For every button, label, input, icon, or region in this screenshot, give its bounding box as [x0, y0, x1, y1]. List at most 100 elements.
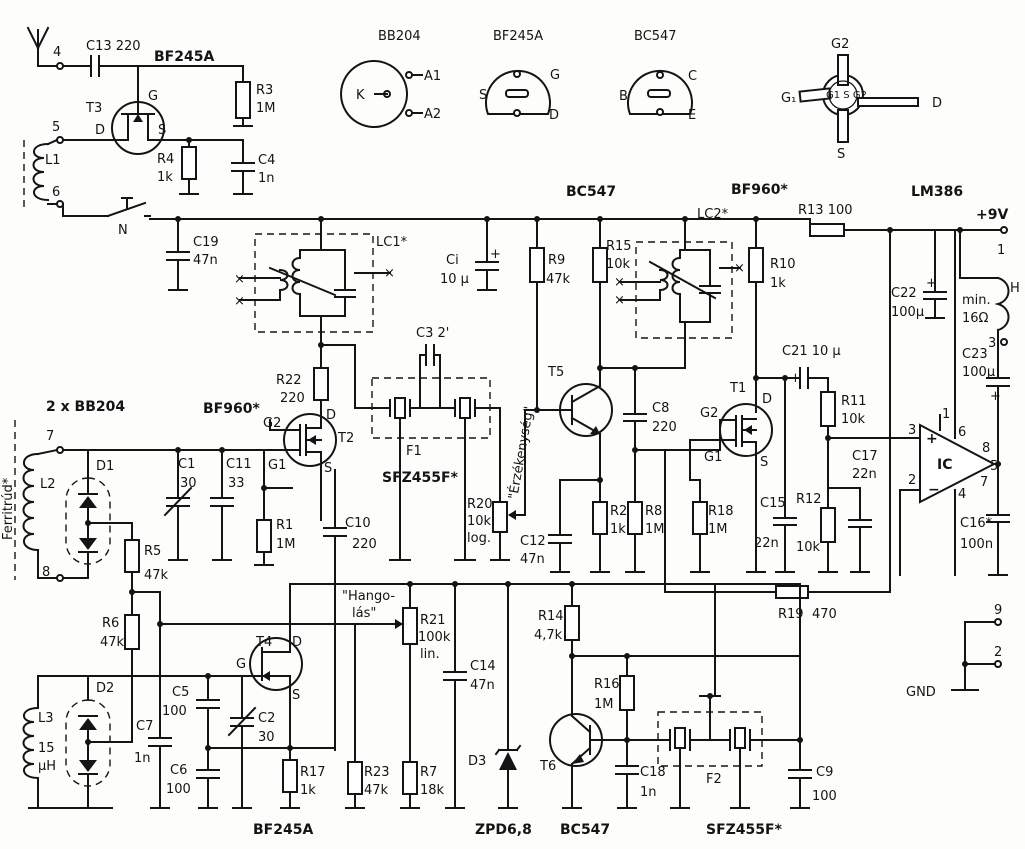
- d1-label: D1: [96, 459, 114, 474]
- r2-value: 1k: [610, 522, 626, 537]
- t6-label: T6: [539, 759, 556, 774]
- r2-label: R2: [610, 504, 627, 519]
- heading-2xbb204: 2 x BB204: [46, 399, 125, 415]
- c9-label: C9: [816, 765, 833, 780]
- heading-lm386: LM386: [911, 184, 963, 200]
- r4-label: R4: [157, 152, 174, 167]
- component-labels: C13 220 T3 G D S R3 1M R4 1k C4 1n L1 N …: [38, 39, 1020, 804]
- pin-jf-g: G: [550, 68, 560, 83]
- r6-resistor: [124, 614, 140, 650]
- pin-bc-e: E: [688, 108, 696, 123]
- r5-label: R5: [144, 544, 161, 559]
- r10-resistor: [748, 247, 764, 283]
- c22-label: C22: [891, 286, 917, 301]
- r14-resistor: [564, 605, 580, 641]
- t5-npn-symbol: [559, 383, 613, 437]
- t4-g-label: G: [236, 657, 246, 672]
- r5-value: 47k: [144, 568, 169, 583]
- r20-taper: log.: [467, 531, 491, 546]
- heading-g2: G2: [831, 37, 849, 52]
- r8-resistor: [627, 501, 643, 535]
- c17-value: 22n: [852, 467, 877, 482]
- r20-potentiometer[interactable]: [492, 501, 508, 533]
- t1-g1-label: G1: [704, 450, 722, 465]
- ci-label: Ci: [446, 253, 459, 268]
- c2-label: C2: [258, 711, 275, 726]
- ic-pin-1: 1: [942, 407, 950, 422]
- ci-value: 10 µ: [440, 272, 469, 287]
- terminal-1-label: 1: [997, 243, 1005, 258]
- c22-value: 100µ: [891, 305, 924, 320]
- c23-label: C23: [962, 347, 988, 362]
- t4-d-label: D: [292, 635, 302, 650]
- svg-text:+: +: [790, 371, 801, 386]
- n-label: N: [118, 223, 128, 238]
- lc1-module: [254, 233, 374, 333]
- r14-label: R14: [538, 609, 564, 624]
- r23-label: R23: [364, 765, 390, 780]
- c11-label: C11: [226, 457, 252, 472]
- c5-value: 100: [162, 704, 187, 719]
- pin-bb-a1: A1: [424, 69, 441, 84]
- bf245a-pinout: [485, 69, 551, 117]
- c14-value: 47n: [470, 678, 495, 693]
- heading-bf245a-top: BF245A: [154, 49, 214, 65]
- r12-resistor: [820, 507, 836, 543]
- r9-resistor: [529, 247, 545, 283]
- heading-gnd: GND: [906, 685, 936, 700]
- speaker-h: [994, 276, 1010, 332]
- c7-label: C7: [136, 719, 153, 734]
- c12-value: 47n: [520, 552, 545, 567]
- r11-value: 10k: [841, 412, 866, 427]
- r8-value: 1M: [645, 522, 665, 537]
- r8-label: R8: [645, 504, 662, 519]
- r18-value: 1M: [708, 522, 728, 537]
- pin-bc-b: B: [619, 89, 628, 104]
- switch-n[interactable]: [106, 197, 151, 218]
- l3-coil: [22, 706, 40, 780]
- r15-value: 10k: [606, 257, 631, 272]
- svg-text:×: ×: [234, 272, 245, 287]
- heading-bc547-t5: BC547: [566, 184, 616, 200]
- pin-jf-s: S: [479, 88, 487, 103]
- c14-label: C14: [470, 659, 496, 674]
- r20-label: R20: [467, 497, 493, 512]
- heading-bf245a-t4: BF245A: [253, 822, 313, 838]
- r7-value: 18k: [420, 783, 445, 798]
- r11-label: R11: [841, 394, 867, 409]
- r6-label: R6: [102, 616, 119, 631]
- pin-bc-c: C: [688, 69, 697, 84]
- r10-label: R10: [770, 257, 796, 272]
- t1-mosfet-symbol: [719, 403, 773, 457]
- f2-filter: [669, 583, 801, 809]
- c9-value: 100: [812, 789, 837, 804]
- l3-label: L3: [38, 711, 54, 726]
- lc2-transformer: [619, 249, 741, 323]
- r18-label: R18: [708, 504, 734, 519]
- lc1-label: LC1*: [376, 235, 408, 250]
- r21-potentiometer[interactable]: [402, 607, 418, 645]
- pin-bb-k: K: [356, 88, 365, 103]
- t2-label: T2: [337, 431, 354, 446]
- c19-value: 47n: [193, 253, 218, 268]
- c21-label: C21 10 µ: [782, 344, 841, 359]
- c17-label: C17: [852, 449, 878, 464]
- terminal-4-label: 4: [53, 45, 61, 60]
- t1-g2-label: G2: [700, 406, 718, 421]
- t5-label: T5: [547, 365, 564, 380]
- heading-bc547: BC547: [634, 29, 677, 44]
- r23-resistor: [347, 761, 363, 795]
- ic-pin-5: 5: [990, 459, 998, 474]
- t3-g-label: G: [148, 89, 158, 104]
- pin-m-g1: G₁: [781, 91, 796, 106]
- heading-ferritrud: Ferritrúd*: [1, 477, 16, 540]
- r4-resistor: [181, 146, 197, 180]
- r20-value: 10k: [467, 514, 492, 529]
- svg-text:−: −: [928, 482, 940, 498]
- c18-label: C18: [640, 765, 666, 780]
- c5-label: C5: [172, 685, 189, 700]
- ic-pin-8: 8: [982, 441, 990, 456]
- svg-text:×: ×: [614, 293, 625, 308]
- heading-zpd: ZPD6,8: [475, 822, 532, 838]
- r22-resistor: [313, 367, 329, 401]
